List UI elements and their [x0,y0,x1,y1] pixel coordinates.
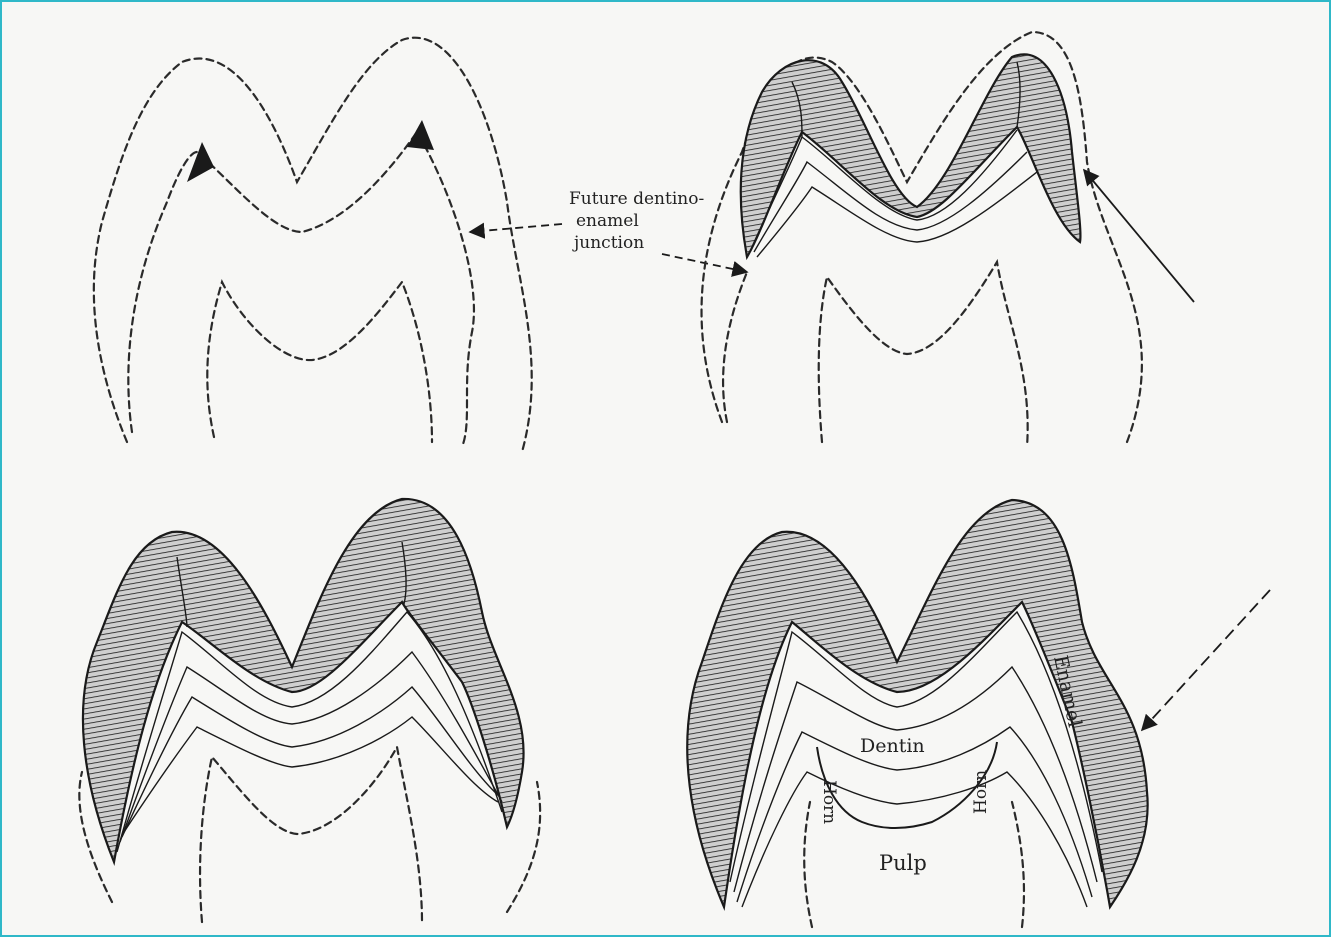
enamel-layer [83,499,524,862]
pointer-arrow-left [470,224,562,232]
dental-papilla-outline [723,262,1028,447]
dentin-increment-3 [757,172,1037,257]
future-dej-line [128,132,474,447]
dental-papilla-outline [200,747,422,922]
label-future-dej-line2: enamel [576,211,639,231]
panel-stage-2 [702,32,1194,447]
label-pulp: Pulp [879,851,927,875]
dental-papilla-outline [207,282,432,442]
label-future-dej-line3: junction [572,233,644,253]
enamel-layer [741,54,1081,257]
cusp-tip-right [407,120,434,150]
indicator-arrow-stage-2 [1084,170,1194,302]
root-outline-right [1012,802,1024,927]
dentin-increment-3 [122,687,500,837]
label-dentin: Dentin [860,735,925,757]
label-horn-right: Horn [971,770,991,814]
label-horn-left: Horn [819,780,839,824]
cusp-tip-left [187,142,214,182]
panel-stage-4: Enamel Dentin Horn Horn Pulp [687,500,1270,927]
panel-stage-3 [79,499,540,922]
root-outline-left [804,802,812,927]
dentin-increment-4 [124,717,498,832]
label-future-dej-line1: Future dentino- [569,189,704,209]
dentin-increment-4 [742,772,1087,907]
panel-stage-1 [94,38,532,452]
indicator-arrow-stage-4 [1142,590,1270,730]
